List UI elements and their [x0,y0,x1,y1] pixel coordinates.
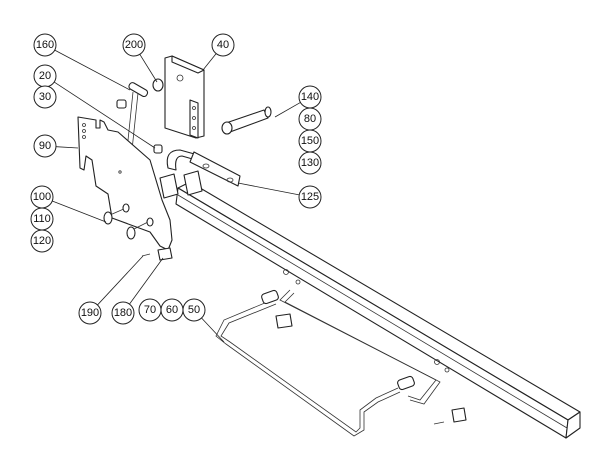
leader-lines [52,49,301,343]
balloon-110: 110 [30,207,54,231]
balloon-label: 190 [81,307,99,319]
main-beam [175,181,581,439]
balloon-circle [30,229,54,253]
balloon-circle [298,185,322,209]
nut [153,144,163,154]
balloon-label: 110 [33,213,51,225]
leader-line [139,54,158,83]
balloon-label: 140 [301,91,319,103]
clip [451,407,467,423]
balloon-100: 100 [30,185,54,209]
balloon-circle [33,33,57,57]
balloon-label: 90 [39,140,51,152]
balloon-label: 180 [114,307,132,319]
balloon-label: 40 [217,39,229,51]
balloon-circle [33,85,57,109]
balloon-label: 125 [301,191,319,203]
beam-tabs [159,170,203,199]
balloon-180: 180 [111,301,135,325]
balloon-label: 80 [304,113,316,125]
balloon-circle [111,301,135,325]
balloon-label: 50 [188,304,200,316]
leader-line [54,49,131,91]
hoop-frame [215,289,441,437]
balloon-label: 60 [166,304,178,316]
pins [103,203,154,240]
screw [433,421,445,425]
nut [116,99,127,109]
balloon-label: 20 [39,70,51,82]
balloon-90: 90 [33,134,57,158]
leader-line [237,182,300,196]
balloon-60: 60 [160,298,184,322]
balloon-30: 30 [33,85,57,109]
balloon-label: 160 [36,39,54,51]
balloon-140: 140 [298,85,322,109]
balloon-125: 125 [298,185,322,209]
leader-line [97,255,144,306]
balloon-80: 80 [298,107,322,131]
callout-balloons: 160 200 40 20 30 90 140 80 150 130 125 100 110 120 190… [30,33,322,325]
balloon-label: 200 [125,39,143,51]
balloon-label: 130 [301,157,319,169]
balloon-circle [298,151,322,175]
balloon-label: 30 [39,91,51,103]
leader-line [55,146,79,149]
balloon-70: 70 [138,298,162,322]
balloon-label: 150 [301,135,319,147]
leader-line [202,53,217,71]
clip [157,247,173,261]
balloon-label: 70 [144,304,156,316]
balloon-200: 200 [122,33,146,57]
balloon-circle [211,33,235,57]
hook-bracket [166,149,241,187]
balloon-20: 20 [33,64,57,88]
clip [275,313,293,329]
leader-line [274,102,301,118]
leader-line [52,200,107,223]
clevis-pin [221,106,272,135]
balloon-190: 190 [78,301,102,325]
balloon-150: 150 [298,129,322,153]
balloon-120: 120 [30,229,54,253]
balloon-label: 100 [33,191,51,203]
balloon-circle [182,298,206,322]
balloon-40: 40 [211,33,235,57]
balloon-50: 50 [182,298,206,322]
leader-line [201,317,225,343]
leader-line [129,257,164,305]
balloon-label: 120 [33,235,51,247]
balloon-circle [78,301,102,325]
balloon-circle [122,33,146,57]
leader-line [53,81,156,149]
upright-bracket [152,55,205,139]
balloon-160: 160 [33,33,57,57]
balloon-130: 130 [298,151,322,175]
balloon-circle [33,134,57,158]
screw [141,253,151,257]
side-plate [77,116,173,251]
link-rod [126,82,149,151]
parts-drawing [77,55,581,439]
